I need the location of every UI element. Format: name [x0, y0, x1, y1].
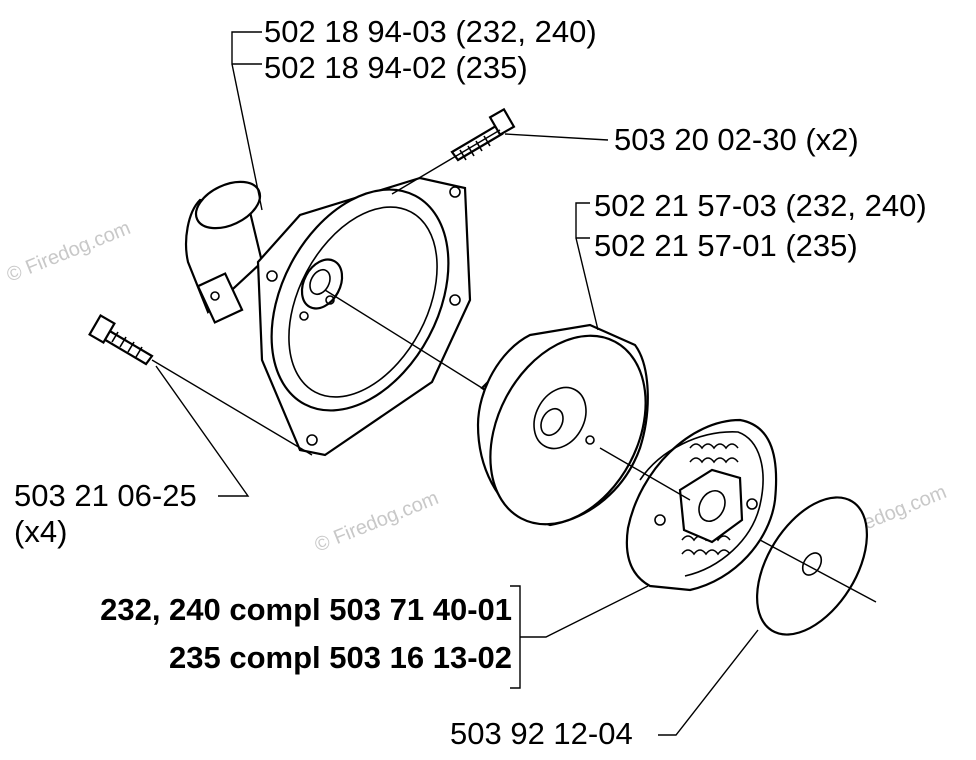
clutch-housing: [185, 176, 472, 457]
leader-washer: [658, 629, 759, 736]
callout-clutch-drum-b: 502 21 57-01 (235): [594, 228, 858, 263]
callout-screw-left-a: 503 21 06-25: [14, 478, 197, 513]
leader-clutch: [510, 585, 649, 689]
callout-washer: 503 92 12-04: [450, 716, 633, 751]
screw-left: [88, 313, 154, 366]
callout-clutch-housing-b: 502 18 94-02 (235): [264, 50, 528, 85]
callout-clutch-compl-b: 235 compl 503 16 13-02: [169, 640, 512, 675]
leader-drum: [575, 202, 599, 331]
washer: [755, 496, 869, 636]
watermark-center: © Firedog.com: [312, 487, 442, 557]
leader-screw-left: [151, 359, 313, 497]
clutch-assembly: [625, 418, 778, 592]
callout-clutch-drum-a: 502 21 57-03 (232, 240): [594, 188, 927, 223]
callout-clutch-compl-a: 232, 240 compl 503 71 40-01: [100, 592, 512, 627]
leader-housing: [231, 31, 263, 211]
leader-screw-top: [391, 129, 609, 195]
clutch-drum: [476, 323, 649, 527]
center-axis-line: [324, 289, 877, 603]
callout-screw-left-b: (x4): [14, 514, 67, 549]
callout-clutch-housing-a: 502 18 94-03 (232, 240): [264, 14, 597, 49]
watermark-left: © Firedog.com: [4, 217, 134, 287]
callout-screw-top: 503 20 02-30 (x2): [614, 122, 859, 157]
